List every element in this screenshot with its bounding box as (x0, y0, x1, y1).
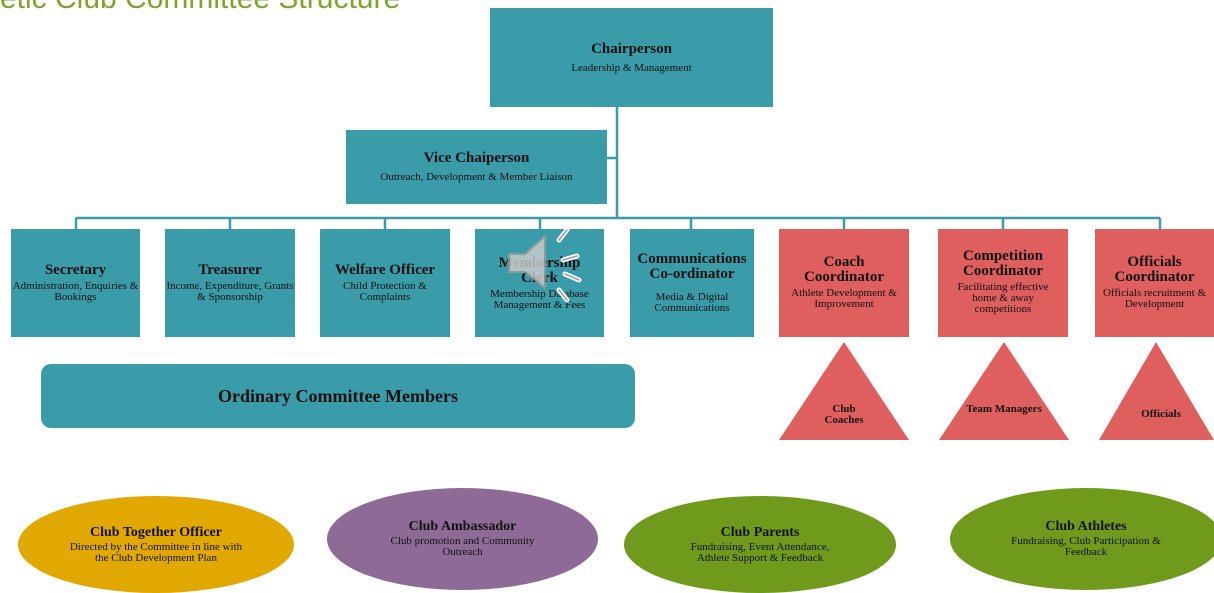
treasurer-box: Treasurer Income, Expenditure, Grants & … (165, 229, 295, 337)
team-managers-triangle (939, 342, 1069, 440)
treasurer-subtitle: Income, Expenditure, Grants & Sponsorshi… (166, 280, 294, 303)
vice-chairperson-subtitle: Outreach, Development & Member Liaison (380, 171, 573, 183)
secretary-title: Secretary (44, 262, 107, 278)
vice-chairperson-title: Vice Chaiperson (423, 150, 530, 166)
club-ambassador-ellipse: Club Ambassador Club promotion and Commu… (327, 488, 598, 590)
club-athletes-ellipse: Club Athletes Fundraising, Club Particip… (950, 488, 1214, 590)
speaker-icon[interactable] (505, 222, 595, 306)
chairperson-box: Chairperson Leadership & Management (490, 8, 773, 107)
vice-chairperson-box: Vice Chaiperson Outreach, Development & … (346, 130, 607, 204)
club-coaches-triangle (779, 342, 909, 440)
officials-coordinator-title: Officials Coordinator (1114, 254, 1195, 285)
treasurer-title: Treasurer (198, 262, 262, 278)
page-title: etic Club Committee Structure (0, 0, 400, 16)
secretary-box: Secretary Administration, Enquiries & Bo… (11, 229, 140, 337)
officials-coordinator-box: Officials Coordinator Officials recruitm… (1095, 229, 1214, 337)
welfare-officer-box: Welfare Officer Child Protection & Compl… (320, 229, 450, 337)
competition-coordinator-subtitle: Facilitating effective home & away compe… (957, 281, 1049, 315)
club-together-officer-ellipse: Club Together Officer Directed by the Co… (18, 496, 294, 593)
club-parents-title: Club Parents (720, 524, 800, 540)
coach-coordinator-subtitle: Athlete Development & Improvement (791, 287, 897, 310)
officials-label: Officials (1141, 408, 1181, 420)
coach-coordinator-title: Coach Coordinator (804, 254, 885, 285)
club-athletes-title: Club Athletes (1045, 519, 1127, 534)
club-together-officer-title: Club Together Officer (90, 524, 222, 540)
competition-coordinator-title: Competition Coordinator (963, 248, 1043, 279)
membership-clerk-subtitle: Membership Database Management & Fees (490, 287, 589, 311)
communications-coordinator-subtitle: Media & Digital Communications (654, 291, 730, 314)
club-ambassador-title: Club Ambassador (408, 519, 517, 534)
officials-triangle (1099, 342, 1214, 440)
welfare-officer-subtitle: Child Protection & Complaints (343, 280, 427, 303)
communications-coordinator-title: Communications Co-ordinator (637, 251, 747, 282)
ordinary-committee-members-title: Ordinary Committee Members (218, 386, 458, 406)
club-athletes-subtitle: Fundraising, Club Participation & Feedba… (1011, 535, 1161, 558)
communications-coordinator-box: Communications Co-ordinator Media & Digi… (630, 229, 754, 337)
ordinary-committee-members-box: Ordinary Committee Members (41, 364, 635, 428)
secretary-subtitle: Administration, Enquiries & Bookings (12, 280, 139, 303)
team-managers-label: Team Managers (966, 403, 1042, 415)
club-ambassador-subtitle: Club promotion and Community Outreach (390, 535, 535, 558)
chairperson-subtitle: Leadership & Management (571, 61, 692, 74)
club-parents-ellipse: Club Parents Fundraising, Event Attendan… (624, 496, 896, 593)
competition-coordinator-box: Competition Coordinator Facilitating eff… (938, 229, 1068, 337)
coach-coordinator-box: Coach Coordinator Athlete Development & … (779, 229, 909, 337)
club-together-officer-subtitle: Directed by the Committee in line with t… (69, 540, 243, 564)
officials-coordinator-subtitle: Officials recruitment & Development (1102, 287, 1207, 310)
chairperson-title: Chairperson (591, 40, 672, 57)
welfare-officer-title: Welfare Officer (334, 262, 436, 278)
club-coaches-label: Club Coaches (824, 403, 864, 426)
club-parents-subtitle: Fundraising, Event Attendance, Athlete S… (690, 540, 830, 564)
